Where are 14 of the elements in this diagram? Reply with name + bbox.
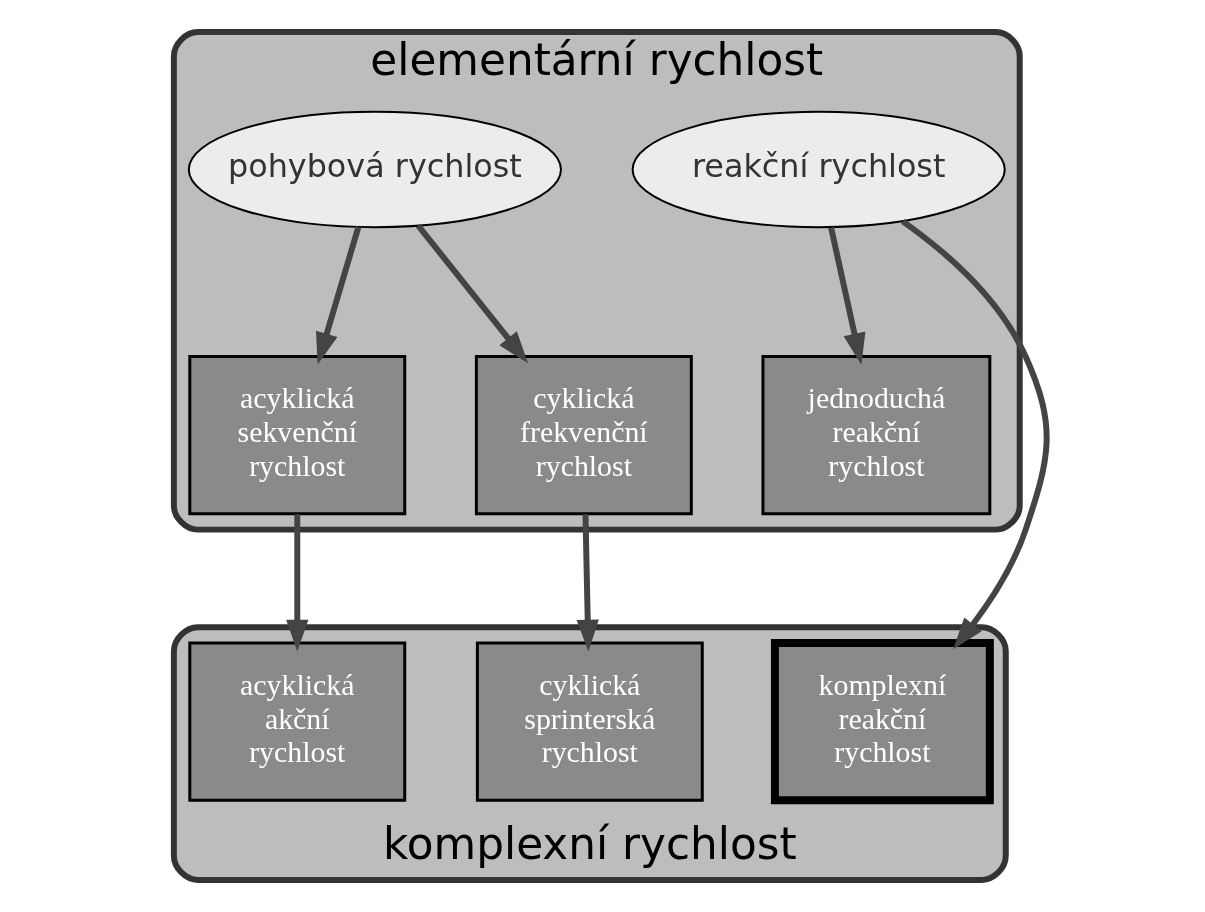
arrow xyxy=(315,226,362,365)
node-box: cyklická frekvenční rychlost xyxy=(474,355,693,516)
node-box: komplexní reakční rychlost xyxy=(770,639,994,805)
arrow xyxy=(901,218,1050,650)
node-ellipse: pohybová rychlost xyxy=(187,110,562,229)
arrow xyxy=(286,514,309,652)
node-box: acyklická sekvenční rychlost xyxy=(188,355,407,516)
node-box: cyklická sprinterská rychlost xyxy=(475,641,704,802)
node-box: acyklická akční rychlost xyxy=(188,641,407,802)
arrow xyxy=(576,514,599,652)
arrow xyxy=(415,223,528,364)
node-ellipse: reakční rychlost xyxy=(631,110,1006,229)
node-box: jednoduchá reakční rychlost xyxy=(761,355,992,516)
arrow xyxy=(828,226,866,366)
